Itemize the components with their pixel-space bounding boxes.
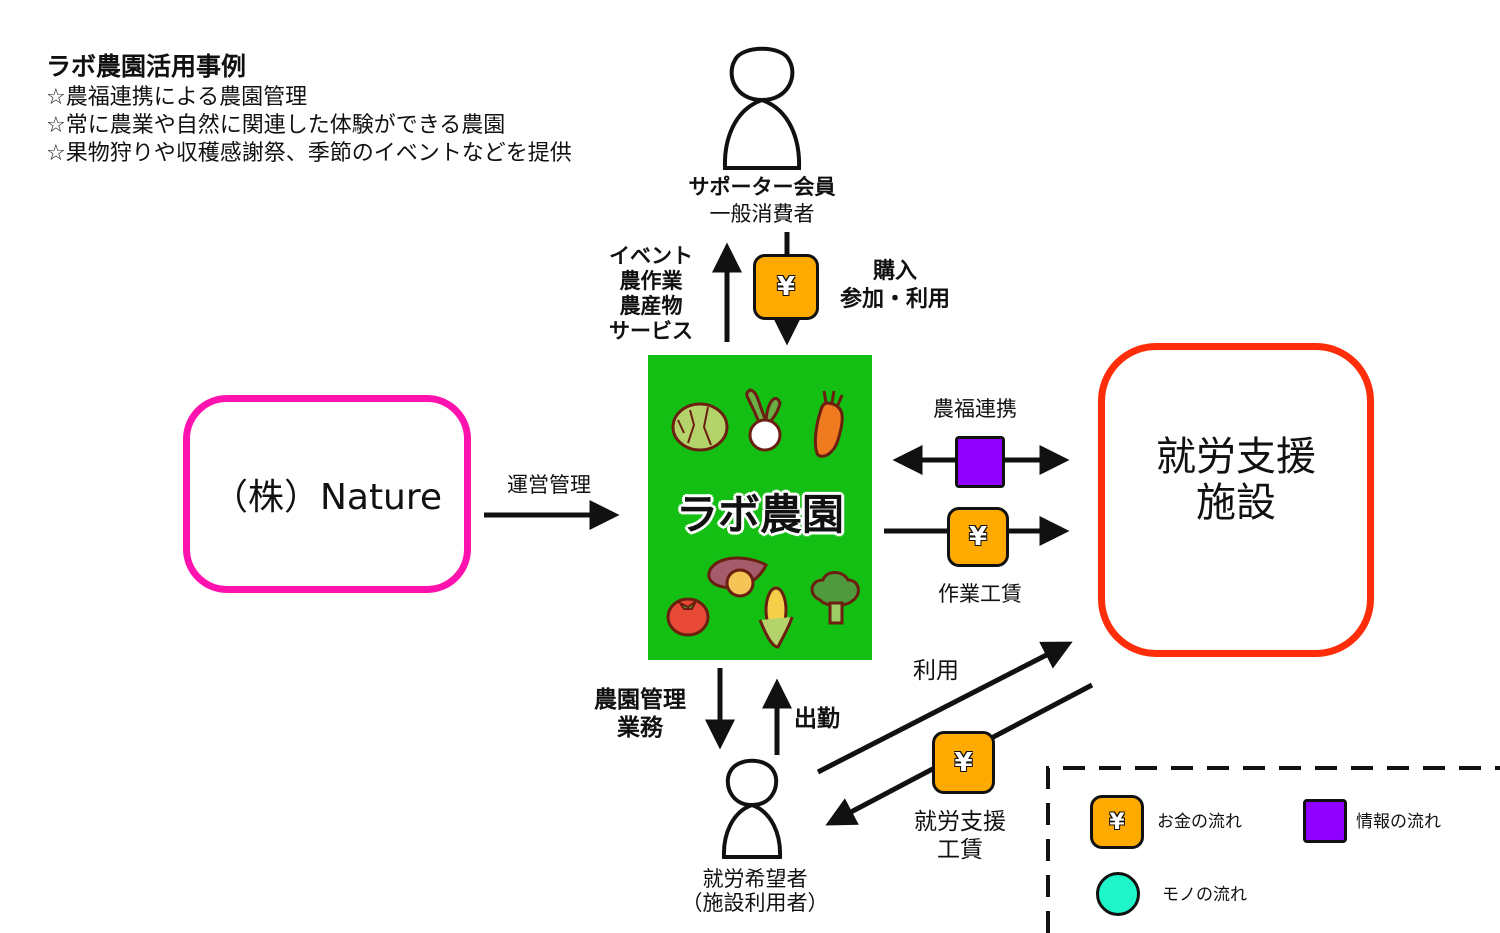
legend-goods-label: モノの流れ xyxy=(1162,885,1247,905)
legend-info-square-icon xyxy=(1303,799,1347,843)
flow-label: イベント xyxy=(609,244,693,268)
worker-label: 就労希望者 （施設利用者） xyxy=(650,867,860,915)
intro-bullet: ☆農福連携による農園管理 xyxy=(46,85,308,110)
broccoli-icon xyxy=(810,571,860,625)
farm-to-facility-money-label: 作業工賃 xyxy=(938,582,1022,606)
arrow-worker-to-facility xyxy=(816,641,1073,775)
intro-bullet: ☆常に農業や自然に関連した体験ができる農園 xyxy=(46,113,506,138)
flow-label: 購入 xyxy=(872,259,917,284)
corn-icon xyxy=(758,586,794,649)
yen-icon: ¥ xyxy=(753,254,819,320)
employment-support-facility-node: 就労支援 施設 xyxy=(1098,343,1374,657)
supporter-title: サポーター会員 xyxy=(688,175,836,199)
worker-to-facility-label: 利用 xyxy=(913,658,959,684)
worker-person-icon xyxy=(721,758,783,859)
intro-bullet: ☆果物狩りや収穫感謝祭、季節のイベントなどを提供 xyxy=(46,141,572,166)
flow-label: 農園管理 xyxy=(594,687,686,713)
flow-label: 農産物 xyxy=(619,294,683,318)
supporter-subtitle: 一般消費者 xyxy=(709,202,815,226)
nature-to-farm-label: 運営管理 xyxy=(507,473,591,497)
nature-label: （株）Nature xyxy=(211,477,443,518)
flow-label: 参加・利用 xyxy=(839,287,950,312)
farm-to-worker-labels: 農園管理 業務 xyxy=(570,686,710,742)
flow-label: 工賃 xyxy=(937,837,983,863)
from-supporter-labels: 購入 参加・利用 xyxy=(820,258,970,314)
nature-company-node: （株）Nature xyxy=(183,395,471,593)
worker-to-farm-label: 出勤 xyxy=(794,706,840,732)
flow-label: 農作業 xyxy=(619,269,683,293)
tomato-icon xyxy=(666,597,710,637)
worker-label-line2: （施設利用者） xyxy=(681,891,829,915)
cabbage-icon xyxy=(671,402,729,452)
farm-label: ラボ農園 xyxy=(675,490,844,539)
legend: ¥ お金の流れ 情報の流れ モノの流れ xyxy=(1050,770,1500,933)
facility-to-worker-money-labels: 就労支援 工賃 xyxy=(885,808,1035,864)
farm-facility-info-label: 農福連携 xyxy=(933,397,1017,421)
to-supporter-labels: イベント 農作業 農産物 サービス xyxy=(596,244,706,344)
info-flow-square-icon xyxy=(955,436,1005,488)
facility-label-line1: 就労支援 xyxy=(1156,434,1316,480)
legend-money-label: お金の流れ xyxy=(1157,812,1242,832)
lab-farm-node: ラボ農園 xyxy=(648,355,872,660)
carrot-icon xyxy=(813,390,844,458)
flow-label: 就労支援 xyxy=(914,809,1006,835)
supporter-person-icon xyxy=(722,46,802,170)
intro-title: ラボ農園活用事例 xyxy=(46,52,247,81)
yen-icon: ¥ xyxy=(947,507,1009,567)
flow-label: 業務 xyxy=(617,715,663,741)
legend-border xyxy=(1046,766,1500,933)
turnip-icon xyxy=(745,388,782,452)
vegetable-illustrations xyxy=(666,388,860,649)
yen-icon: ¥ xyxy=(932,731,995,794)
worker-label-line1: 就労希望者 xyxy=(702,867,808,891)
legend-goods-circle-icon xyxy=(1096,872,1140,916)
flow-label: サービス xyxy=(609,319,693,343)
legend-info-label: 情報の流れ xyxy=(1356,812,1441,832)
legend-yen-icon: ¥ xyxy=(1090,795,1144,849)
sweet-potato-icon xyxy=(707,556,768,598)
facility-label-line2: 施設 xyxy=(1196,480,1276,526)
